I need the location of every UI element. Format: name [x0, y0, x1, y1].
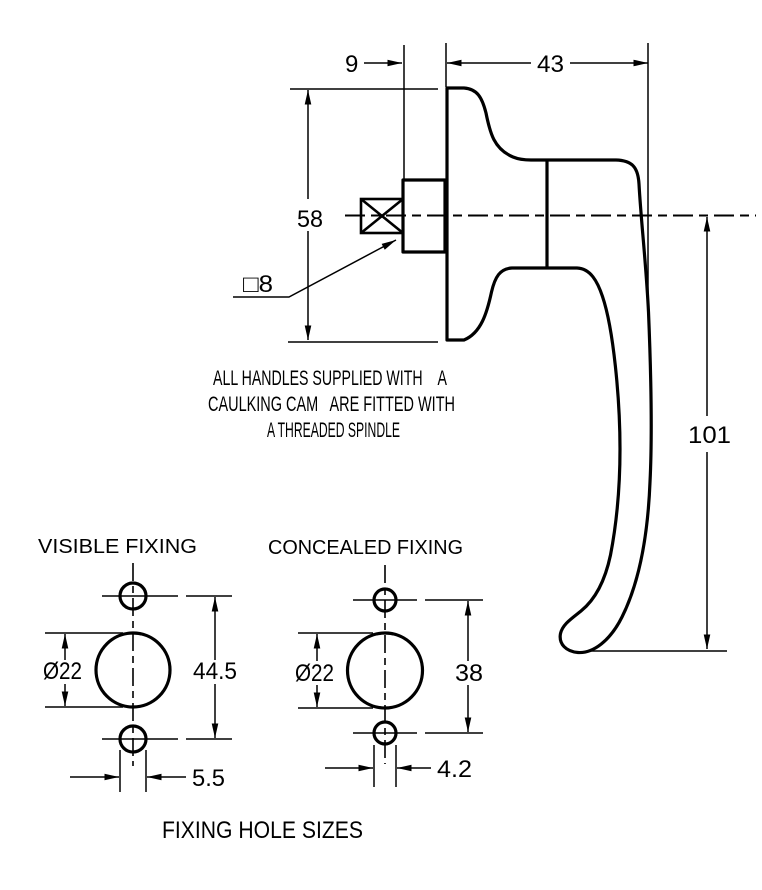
spindle-size-label: □8 — [243, 271, 273, 298]
note-block: ALL HANDLES SUPPLIED WITH A CAULKING CAM… — [208, 367, 455, 442]
concealed-fixing-title: CONCEALED FIXING — [268, 537, 463, 559]
handle-side-view — [345, 86, 756, 655]
note-line-2: CAULKING CAM ARE FITTED WITH — [208, 393, 455, 416]
dim-screw-hole-label: 4.2 — [437, 756, 472, 783]
note-line-1: ALL HANDLES SUPPLIED WITH A — [213, 367, 447, 390]
dim-grip-depth-label: 43 — [537, 51, 564, 78]
dim-hole-centres-label: 44.5 — [193, 658, 237, 685]
dim-hole-centres-label: 38 — [455, 660, 483, 687]
note-line-3: A THREADED SPINDLE — [267, 419, 400, 442]
handle-outline — [445, 86, 653, 655]
dim-rose-height-label: 58 — [297, 206, 323, 233]
spindle-hole-circle — [94, 631, 172, 709]
dim-hole-diameter-label: Ø22 — [295, 660, 334, 687]
handle-dimensions: 9 43 58 101 □8 — [233, 43, 731, 652]
caulking-cam-collar — [401, 178, 447, 254]
dim-spindle-offset-label: 9 — [345, 51, 358, 78]
dim-screw-hole-label: 5.5 — [192, 765, 225, 792]
dim-hole-diameter-label: Ø22 — [43, 658, 82, 685]
spindle-hole-circle — [345, 631, 425, 710]
spindle-cross-line — [360, 197, 404, 235]
spindle-leader-line — [233, 239, 397, 298]
dim-handle-drop-label: 101 — [688, 422, 731, 449]
concealed-fixing-view: CONCEALED FIXING Ø22 38 4.2 — [268, 537, 483, 787]
visible-fixing-view: VISIBLE FIXING Ø22 44.5 5.5 — [38, 536, 237, 792]
visible-fixing-title: VISIBLE FIXING — [38, 536, 197, 558]
caption-fixing-hole-sizes: FIXING HOLE SIZES — [162, 817, 363, 844]
